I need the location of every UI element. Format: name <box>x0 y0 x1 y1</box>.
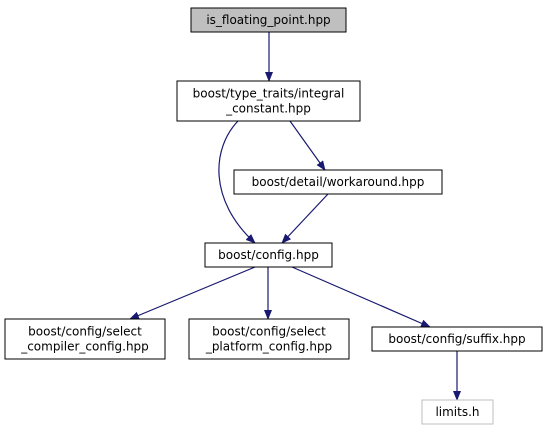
node-config[interactable]: boost/config.hpp <box>204 242 333 268</box>
node-label: boost/config.hpp <box>218 248 319 262</box>
node-box <box>371 326 543 352</box>
node-label: _compiler_config.hpp <box>20 340 149 354</box>
edge-config-to-suffix <box>291 266 431 328</box>
nodes-layer: is_floating_point.hpp boost/type_traits/i… <box>4 7 543 425</box>
node-box <box>4 318 166 360</box>
node-is-floating-point: is_floating_point.hpp <box>190 7 347 33</box>
node-suffix[interactable]: boost/config/suffix.hpp <box>371 326 543 352</box>
edge-config-to-select-compiler-config <box>129 266 256 320</box>
edge-workaround-to-config <box>281 193 329 244</box>
node-box <box>190 7 347 33</box>
node-box <box>188 318 350 360</box>
edges-layer <box>129 32 461 401</box>
edge-integral-constant-to-config <box>218 120 256 244</box>
node-box <box>176 80 361 122</box>
node-label: is_floating_point.hpp <box>206 13 330 27</box>
node-label: boost/type_traits/integral <box>193 87 345 101</box>
node-label: boost/detail/workaround.hpp <box>252 175 425 189</box>
node-select-compiler-config[interactable]: boost/config/select_compiler_config.hpp <box>4 318 166 360</box>
node-integral-constant[interactable]: boost/type_traits/integral_constant.hpp <box>176 80 361 122</box>
node-box <box>421 399 494 425</box>
node-workaround[interactable]: boost/detail/workaround.hpp <box>233 169 443 195</box>
node-label: boost/config/select <box>28 325 142 339</box>
node-select-platform-config[interactable]: boost/config/select_platform_config.hpp <box>188 318 350 360</box>
node-label: boost/config/suffix.hpp <box>388 332 525 346</box>
node-label: _platform_config.hpp <box>205 340 332 354</box>
node-label: boost/config/select <box>212 325 326 339</box>
edge-integral-constant-to-workaround <box>289 120 326 171</box>
node-limits-h[interactable]: limits.h <box>421 399 494 425</box>
node-label: _constant.hpp <box>225 102 311 116</box>
node-box <box>233 169 443 195</box>
node-box <box>204 242 333 268</box>
node-label: limits.h <box>435 405 479 419</box>
